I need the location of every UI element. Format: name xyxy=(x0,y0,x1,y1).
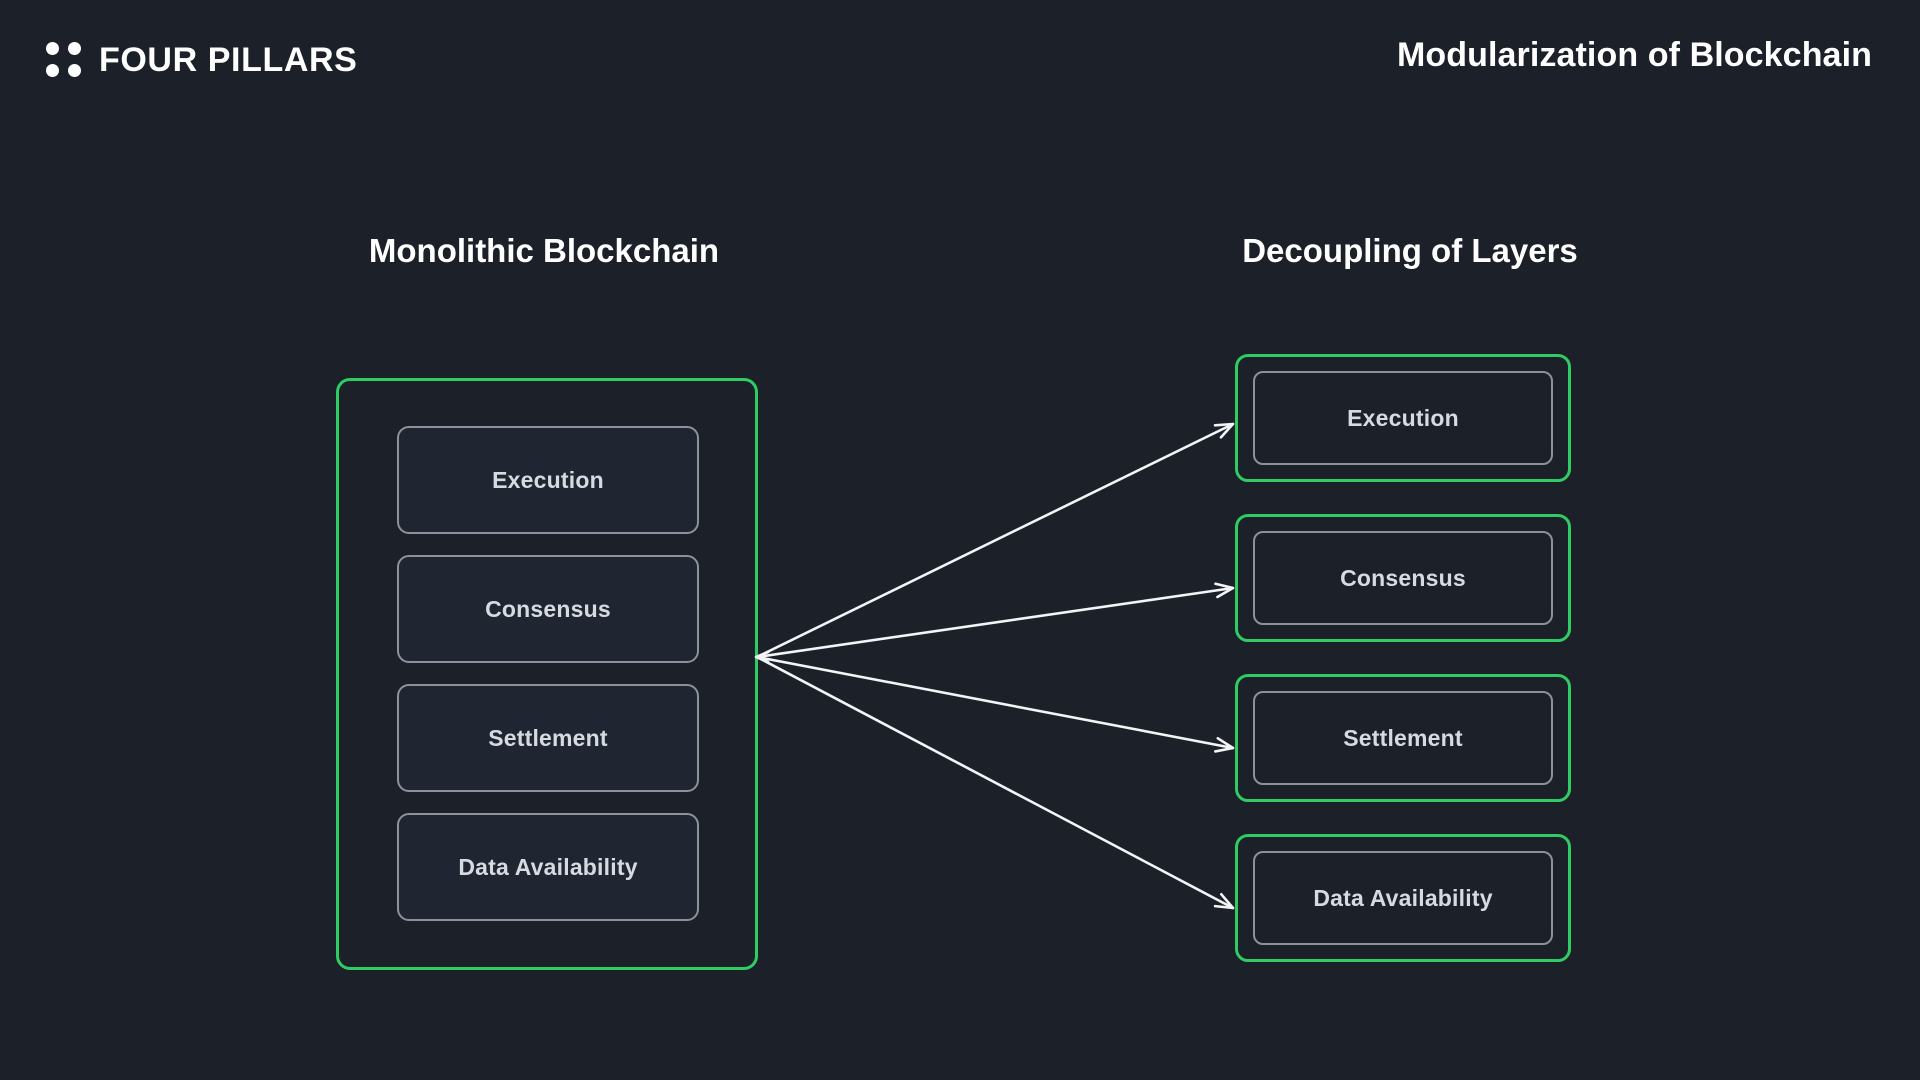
four-dot-grid-icon xyxy=(46,42,81,77)
decoupled-inner-box: Consensus xyxy=(1253,531,1553,625)
layer-label: Execution xyxy=(492,466,604,493)
brand-name: FOUR PILLARS xyxy=(99,40,358,79)
layer-label: Settlement xyxy=(1343,724,1463,751)
layer-label: Execution xyxy=(1347,404,1459,431)
brand-logo: FOUR PILLARS xyxy=(46,42,357,77)
monolithic-layer-settlement[interactable]: Settlement xyxy=(397,684,699,792)
monolithic-container: Execution Consensus Settlement Data Avai… xyxy=(336,378,758,970)
layer-label: Data Availability xyxy=(1313,884,1493,911)
layer-label: Settlement xyxy=(488,724,608,751)
layer-label: Consensus xyxy=(485,595,611,622)
layer-label: Consensus xyxy=(1340,564,1466,591)
decoupled-layer-data-availability[interactable]: Data Availability xyxy=(1235,834,1571,962)
decoupled-layer-consensus[interactable]: Consensus xyxy=(1235,514,1571,642)
heading-monolithic: Monolithic Blockchain xyxy=(368,232,720,269)
monolithic-layer-data-availability[interactable]: Data Availability xyxy=(397,813,699,921)
monolithic-layer-consensus[interactable]: Consensus xyxy=(397,555,699,663)
decoupled-inner-box: Execution xyxy=(1253,371,1553,465)
decoupled-layer-execution[interactable]: Execution xyxy=(1235,354,1571,482)
page-title: Modularization of Blockchain xyxy=(1396,36,1872,74)
decoupled-inner-box: Data Availability xyxy=(1253,851,1553,945)
decoupled-layer-settlement[interactable]: Settlement xyxy=(1235,674,1571,802)
monolithic-layer-execution[interactable]: Execution xyxy=(397,426,699,534)
decoupled-inner-box: Settlement xyxy=(1253,691,1553,785)
layer-label: Data Availability xyxy=(458,853,638,880)
heading-decoupling: Decoupling of Layers xyxy=(1242,232,1578,269)
